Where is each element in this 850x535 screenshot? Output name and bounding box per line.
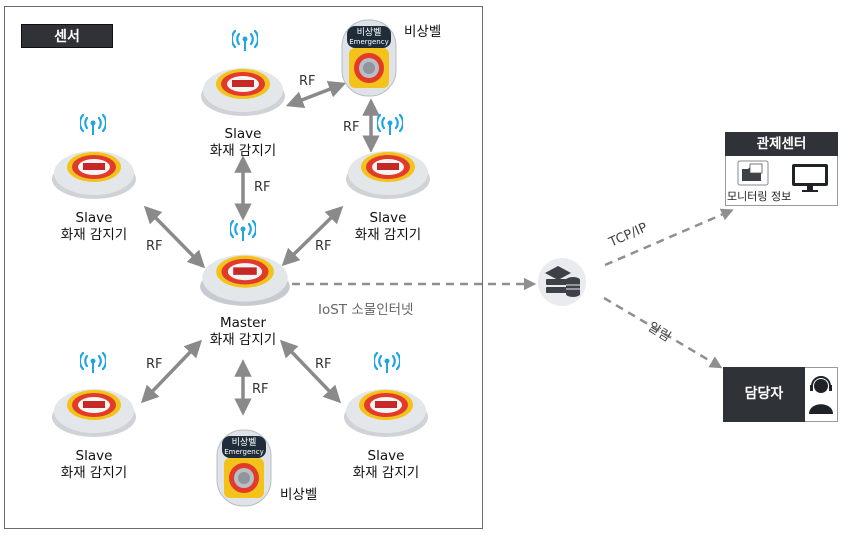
rf-label: RF: [315, 239, 332, 254]
bell-face-text: 비상벨 Emergency: [222, 439, 266, 457]
wifi-icon: [232, 29, 258, 51]
rf-link-master-slave-bottom-left: [140, 339, 203, 404]
wifi-icon: [80, 113, 106, 135]
node-desc: 화재 감지기: [209, 332, 277, 348]
control-center-title: 관제센터: [725, 132, 838, 156]
node-type: Slave: [75, 210, 113, 226]
slave-top-label: Slave 화재 감지기: [200, 126, 286, 160]
rf-link-master-slave-right: [281, 205, 344, 267]
bell-face-korean: 비상벨: [356, 28, 382, 38]
rf-link-slave-top-bell: [285, 80, 347, 109]
bell-bottom-label: 비상벨: [280, 487, 318, 503]
node-desc: 화재 감지기: [60, 465, 128, 481]
fire-detector-icon: [344, 389, 428, 437]
rf-label: RF: [146, 239, 163, 254]
master-label: Master 화재 감지기: [200, 315, 286, 349]
node-desc: 화재 감지기: [354, 227, 422, 243]
node-desc: 화재 감지기: [209, 143, 277, 159]
rf-label: RF: [252, 382, 269, 397]
rf-label: RF: [299, 74, 316, 89]
folder-icon: [737, 160, 769, 186]
rf-label: RF: [146, 357, 163, 372]
slave-bottom-left-label: Slave 화재 감지기: [51, 448, 137, 482]
wifi-icon: [374, 351, 400, 373]
fire-detector-icon: [201, 68, 285, 116]
bell-face-english: Emergency: [349, 38, 389, 46]
node-type: Slave: [75, 448, 113, 464]
fire-detector-icon: [346, 151, 430, 199]
emergency-bell-icon: 비상벨 Emergency: [215, 428, 273, 508]
node-type: Slave: [224, 126, 262, 142]
rf-label: RF: [254, 180, 271, 195]
bell-face-korean: 비상벨: [231, 438, 257, 448]
fire-detector-icon: [52, 389, 136, 437]
emergency-bell-icon: 비상벨 Emergency: [340, 18, 398, 98]
slave-bottom-right-label: Slave 화재 감지기: [343, 448, 429, 482]
fire-detector-icon: [200, 254, 290, 306]
rf-label: RF: [343, 120, 360, 135]
node-type: Master: [219, 315, 267, 331]
bell-face-english: Emergency: [224, 448, 264, 456]
monitor-icon: [792, 164, 828, 192]
wifi-icon: [377, 113, 403, 135]
node-type: Slave: [369, 210, 407, 226]
monitoring-info-label: 모니터링 정보: [727, 190, 792, 203]
rf-link-master-slave-bottom-right: [279, 339, 342, 404]
wifi-icon: [80, 351, 106, 373]
fire-detector-icon: [52, 151, 136, 199]
wifi-icon: [230, 219, 256, 241]
node-desc: 화재 감지기: [352, 465, 420, 481]
bell-face-text: 비상벨 Emergency: [347, 29, 391, 47]
person-headset-icon: [809, 376, 833, 414]
sensor-network-frame: [4, 6, 483, 529]
rf-label: RF: [315, 357, 332, 372]
staff-label: 담당자: [723, 367, 805, 422]
node-type: Slave: [367, 448, 405, 464]
node-desc: 화재 감지기: [60, 227, 128, 243]
alarm-dashed-link: [603, 296, 723, 369]
sensor-section-title: 센서: [21, 24, 113, 48]
server-icon: [538, 258, 586, 306]
rf-link-master-slave-left: [143, 205, 206, 269]
slave-left-label: Slave 화재 감지기: [51, 210, 137, 244]
bell-top-label: 비상벨: [404, 24, 442, 40]
iot-network-label: IoST 소물인터넷: [318, 302, 414, 318]
slave-right-label: Slave 화재 감지기: [345, 210, 431, 244]
